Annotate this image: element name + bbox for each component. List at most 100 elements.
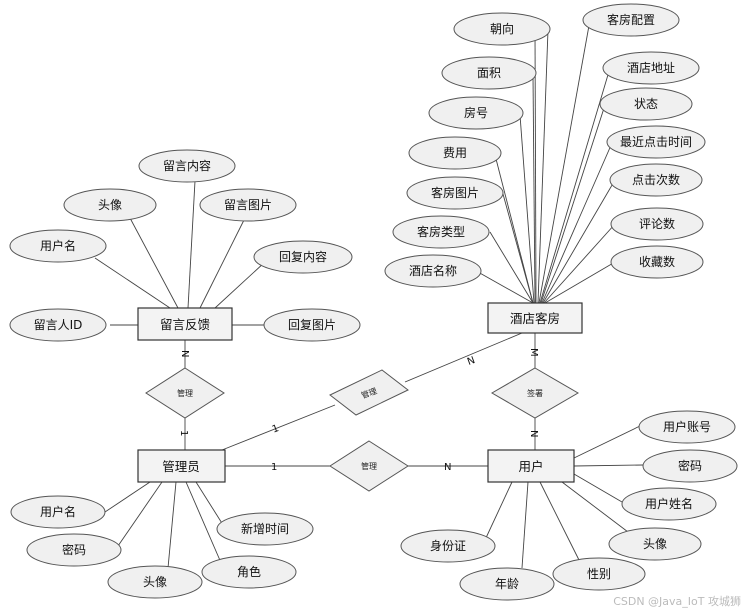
svg-text:留言人ID: 留言人ID bbox=[34, 318, 83, 332]
attr-user-gender: 性别 bbox=[552, 557, 646, 591]
attr-room-number: 房号 bbox=[428, 96, 524, 130]
entity-hotel-room: 酒店客房 bbox=[487, 302, 583, 334]
card-room-side-user: M bbox=[528, 348, 539, 357]
svg-text:头像: 头像 bbox=[143, 575, 167, 589]
attribute-edges bbox=[94, 19, 644, 569]
svg-text:回复图片: 回复图片 bbox=[288, 318, 336, 332]
attr-room-image: 客房图片 bbox=[406, 176, 504, 210]
admin-attributes: 用户名 密码 头像 角色 新增时间 bbox=[10, 495, 314, 599]
rel-admin-room: 管理 bbox=[329, 369, 409, 416]
svg-text:管理: 管理 bbox=[177, 388, 193, 398]
svg-text:评论数: 评论数 bbox=[639, 216, 675, 231]
rel-admin-user: 管理 bbox=[329, 440, 409, 492]
attr-room-status: 状态 bbox=[599, 87, 693, 121]
svg-text:用户名: 用户名 bbox=[40, 504, 76, 519]
cardinalities: N 1 1 N 1 N M N bbox=[178, 348, 539, 473]
svg-text:留言反馈: 留言反馈 bbox=[160, 317, 210, 332]
entity-admin: 管理员 bbox=[137, 449, 226, 483]
svg-text:头像: 头像 bbox=[643, 537, 667, 551]
message-attributes: 留言人ID 用户名 头像 留言内容 留言图片 回复内容 回复图片 bbox=[9, 149, 361, 342]
attr-last-click-time: 最近点击时间 bbox=[606, 125, 706, 159]
svg-text:身份证: 身份证 bbox=[430, 538, 466, 553]
attr-room-orientation: 朝向 bbox=[453, 12, 551, 46]
svg-text:密码: 密码 bbox=[678, 458, 702, 473]
watermark: CSDN @Java_IoT 攻城狮 bbox=[613, 595, 741, 608]
svg-text:头像: 头像 bbox=[98, 198, 122, 212]
card-admin-side-message: 1 bbox=[178, 430, 189, 436]
svg-text:房号: 房号 bbox=[464, 105, 488, 120]
attr-user-name: 用户姓名 bbox=[621, 487, 717, 521]
svg-text:用户姓名: 用户姓名 bbox=[645, 496, 693, 511]
attr-room-area: 面积 bbox=[441, 56, 537, 90]
entity-user: 用户 bbox=[487, 449, 575, 483]
attr-click-count: 点击次数 bbox=[609, 163, 703, 197]
attr-message-image: 留言图片 bbox=[199, 188, 297, 222]
svg-text:朝向: 朝向 bbox=[490, 21, 514, 36]
attr-admin-created-time: 新增时间 bbox=[216, 512, 314, 546]
svg-text:性别: 性别 bbox=[587, 567, 611, 581]
svg-text:年龄: 年龄 bbox=[495, 577, 519, 591]
room-attributes-right: 客房配置 酒店地址 状态 最近点击时间 点击次数 评论数 收藏数 bbox=[582, 3, 706, 279]
card-admin-side-user: 1 bbox=[271, 462, 277, 473]
svg-text:用户: 用户 bbox=[518, 459, 543, 474]
svg-text:最近点击时间: 最近点击时间 bbox=[620, 135, 692, 149]
svg-text:费用: 费用 bbox=[443, 146, 467, 160]
svg-text:酒店客房: 酒店客房 bbox=[510, 311, 560, 326]
svg-text:酒店地址: 酒店地址 bbox=[627, 61, 675, 75]
svg-text:签署: 签署 bbox=[527, 388, 543, 398]
attr-reply-image: 回复图片 bbox=[263, 308, 361, 342]
svg-text:面积: 面积 bbox=[477, 66, 501, 80]
svg-text:用户名: 用户名 bbox=[40, 238, 76, 253]
attr-user-avatar: 头像 bbox=[608, 527, 702, 561]
attr-message-avatar: 头像 bbox=[63, 188, 157, 222]
attr-user-account: 用户账号 bbox=[638, 410, 736, 444]
entities: 留言反馈 酒店客房 管理员 用户 bbox=[137, 302, 583, 483]
attr-admin-role: 角色 bbox=[201, 555, 297, 589]
card-user-side-admin: N bbox=[444, 462, 451, 473]
svg-text:角色: 角色 bbox=[237, 565, 261, 579]
attr-room-fee: 费用 bbox=[408, 136, 502, 170]
svg-text:点击次数: 点击次数 bbox=[632, 172, 680, 187]
attr-room-type: 客房类型 bbox=[392, 215, 490, 249]
svg-text:新增时间: 新增时间 bbox=[241, 521, 289, 536]
svg-text:客房配置: 客房配置 bbox=[607, 12, 655, 27]
card-admin-side-room: 1 bbox=[271, 423, 281, 436]
svg-text:收藏数: 收藏数 bbox=[639, 254, 675, 269]
svg-text:酒店名称: 酒店名称 bbox=[409, 263, 457, 278]
attr-admin-username: 用户名 bbox=[10, 495, 106, 529]
relationship-edges bbox=[184, 332, 536, 467]
attr-admin-password: 密码 bbox=[26, 533, 122, 567]
user-attributes: 用户账号 密码 用户姓名 头像 性别 年龄 身份证 bbox=[400, 410, 738, 601]
svg-text:客房图片: 客房图片 bbox=[431, 185, 479, 200]
svg-text:回复内容: 回复内容 bbox=[279, 249, 327, 264]
card-user-side-room: N bbox=[528, 430, 539, 437]
card-message-side: N bbox=[179, 350, 190, 357]
svg-text:用户账号: 用户账号 bbox=[663, 419, 711, 434]
rel-admin-message: 管理 bbox=[145, 367, 225, 419]
attr-favorite-count: 收藏数 bbox=[610, 245, 704, 279]
rel-user-room: 签署 bbox=[491, 367, 579, 419]
svg-text:状态: 状态 bbox=[634, 97, 658, 111]
card-room-side-admin: N bbox=[466, 355, 477, 368]
attr-message-sender-id: 留言人ID bbox=[9, 308, 107, 342]
attr-reply-content: 回复内容 bbox=[253, 240, 353, 274]
room-attributes-left: 朝向 面积 房号 费用 客房图片 客房类型 酒店名称 bbox=[384, 12, 551, 288]
svg-text:密码: 密码 bbox=[62, 542, 86, 557]
attr-hotel-name: 酒店名称 bbox=[384, 254, 482, 288]
relationships: 管理 管理 管理 签署 bbox=[145, 367, 579, 492]
svg-text:留言图片: 留言图片 bbox=[224, 198, 272, 212]
svg-text:客房类型: 客房类型 bbox=[417, 224, 465, 239]
attr-user-age: 年龄 bbox=[459, 567, 555, 601]
attr-hotel-address: 酒店地址 bbox=[602, 51, 700, 85]
entity-message-feedback: 留言反馈 bbox=[137, 307, 233, 341]
attr-user-password: 密码 bbox=[642, 449, 738, 483]
attr-admin-avatar: 头像 bbox=[107, 565, 203, 599]
attr-comment-count: 评论数 bbox=[610, 207, 704, 241]
svg-text:管理: 管理 bbox=[361, 461, 377, 471]
attr-room-config: 客房配置 bbox=[582, 3, 680, 37]
attr-message-content: 留言内容 bbox=[138, 149, 236, 183]
svg-text:留言内容: 留言内容 bbox=[163, 158, 211, 173]
svg-text:管理员: 管理员 bbox=[162, 459, 200, 474]
attr-user-id-card: 身份证 bbox=[400, 529, 496, 563]
